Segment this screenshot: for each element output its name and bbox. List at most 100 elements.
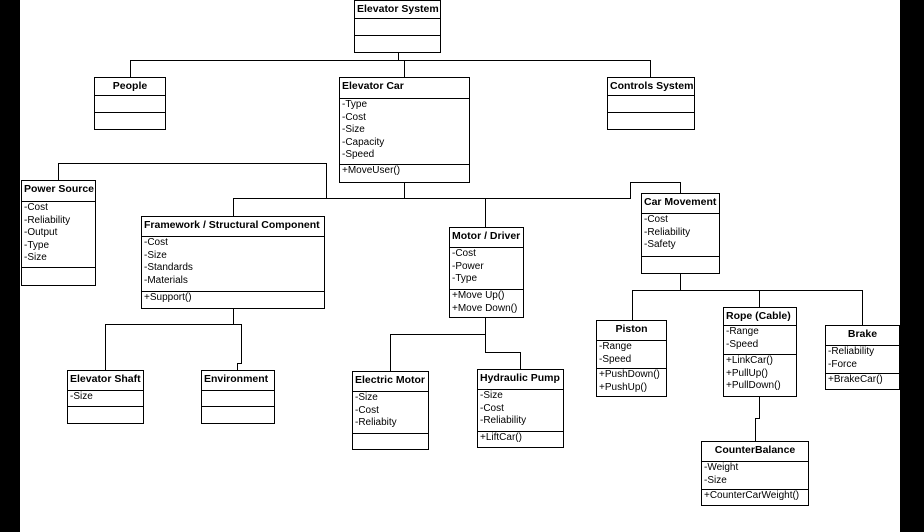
class-rope-cable[interactable]: Rope (Cable) -Range -Speed +LinkCar() +P… xyxy=(723,307,797,397)
class-controls-system[interactable]: Controls System xyxy=(607,77,695,130)
attribute: -Speed xyxy=(599,353,632,365)
attribute: -Type xyxy=(452,273,478,284)
attribute: -Range xyxy=(599,341,632,352)
attribute: -Cost xyxy=(644,214,668,225)
connector-car-movement xyxy=(404,182,681,199)
attribute: -Safety xyxy=(644,239,676,250)
attributes-section: -Size -Cost -Reliabity xyxy=(353,392,428,434)
attributes-section: -Cost -Reliability -Safety xyxy=(642,214,719,257)
attributes-section xyxy=(202,391,274,407)
operations-section xyxy=(353,434,428,449)
connector-motor-electric xyxy=(390,318,486,371)
operations-section: +BrakeCar() xyxy=(826,374,899,389)
class-motor-driver[interactable]: Motor / Driver -Cost -Power -Type +Move … xyxy=(449,227,524,318)
attribute: -Speed xyxy=(726,338,759,350)
attributes-section xyxy=(355,19,440,36)
attribute: -Capacity xyxy=(342,136,385,148)
connector-system-car xyxy=(398,60,405,77)
attribute: -Size xyxy=(480,390,503,401)
attribute: -Size xyxy=(70,391,93,402)
attribute: -Size xyxy=(24,252,47,263)
connector-car-motor xyxy=(404,198,486,227)
attributes-section: -Cost -Reliability -Output -Type -Size xyxy=(22,202,95,268)
class-electric-motor[interactable]: Electric Motor -Size -Cost -Reliabity xyxy=(352,371,429,450)
attribute: -Force xyxy=(828,358,857,370)
connector-movement-piston xyxy=(632,274,681,320)
attribute: -Cost xyxy=(144,237,168,248)
operation: +Support() xyxy=(144,292,192,303)
attribute: -Size xyxy=(144,249,167,261)
attribute: -Materials xyxy=(144,274,188,286)
operation: +Move Down() xyxy=(452,302,518,314)
connector-rope-counterbalance xyxy=(755,396,760,441)
attributes-section: -Type -Cost -Size -Capacity -Speed xyxy=(340,99,469,165)
operations-section: +Move Up() +Move Down() xyxy=(450,290,523,317)
operation: +CounterCarWeight() xyxy=(704,490,800,501)
attribute: -Type xyxy=(342,99,368,110)
class-elevator-car[interactable]: Elevator Car -Type -Cost -Size -Capacity… xyxy=(339,77,470,183)
class-elevator-shaft[interactable]: Elevator Shaft -Size xyxy=(67,370,144,424)
operation: +MoveUser() xyxy=(342,165,401,176)
class-title: Power Source xyxy=(22,181,95,202)
operations-section: +LinkCar() +PullUp() +PullDown() xyxy=(724,355,796,396)
class-framework[interactable]: Framework / Structural Component -Cost -… xyxy=(141,216,325,309)
class-title: Motor / Driver xyxy=(450,228,523,248)
attribute: -Standards xyxy=(144,262,193,273)
class-car-movement[interactable]: Car Movement -Cost -Reliability -Safety xyxy=(641,193,720,274)
connector-system-controls xyxy=(404,60,651,77)
class-brake[interactable]: Brake -Reliability -Force +BrakeCar() xyxy=(825,325,900,390)
attribute: -Type xyxy=(24,239,50,251)
connector-framework-env xyxy=(233,324,242,370)
operations-section xyxy=(355,36,440,52)
operations-section xyxy=(22,268,95,285)
class-title: Piston xyxy=(597,321,666,341)
attribute: -Cost xyxy=(24,202,48,213)
connector-framework-shaft xyxy=(105,308,234,370)
attribute: -Size xyxy=(355,392,378,403)
operations-section: +LiftCar() xyxy=(478,432,563,447)
attribute: -Cost xyxy=(480,402,504,414)
attribute: -Reliability xyxy=(644,226,691,238)
class-piston[interactable]: Piston -Range -Speed +PushDown() +PushUp… xyxy=(596,320,667,397)
attributes-section: -Reliability -Force xyxy=(826,346,899,374)
attribute: -Size xyxy=(704,474,727,486)
attribute: -Output xyxy=(24,227,58,238)
operation: +PullDown() xyxy=(726,380,781,391)
class-elevator-system[interactable]: Elevator System xyxy=(354,0,441,53)
connector-motor-hydraulic xyxy=(485,334,521,369)
operations-section xyxy=(642,257,719,273)
operation: +LiftCar() xyxy=(480,432,522,443)
attributes-section: -Weight -Size xyxy=(702,462,808,490)
attribute: -Reliability xyxy=(480,415,527,426)
class-title: Brake xyxy=(826,326,899,346)
class-hydraulic-pump[interactable]: Hydraulic Pump -Size -Cost -Reliability … xyxy=(477,369,564,448)
class-power-source[interactable]: Power Source -Cost -Reliability -Output … xyxy=(21,180,96,286)
class-title: Car Movement xyxy=(642,194,719,214)
operation: +Move Up() xyxy=(452,290,505,301)
attributes-section: -Cost -Power -Type xyxy=(450,248,523,290)
class-title: Elevator Car xyxy=(340,78,469,99)
operations-section xyxy=(68,407,143,423)
connector-system-people xyxy=(130,52,399,77)
attribute: -Reliabity xyxy=(355,417,397,428)
class-people[interactable]: People xyxy=(94,77,166,130)
class-title: Controls System xyxy=(608,78,694,96)
attribute: -Cost xyxy=(355,404,379,416)
attribute: -Reliability xyxy=(828,346,875,357)
class-environment[interactable]: Environment xyxy=(201,370,275,424)
attribute: -Range xyxy=(726,326,759,337)
operations-section: +Support() xyxy=(142,292,324,308)
connector-movement-brake xyxy=(759,290,863,325)
operations-section xyxy=(608,113,694,129)
class-title: Elevator System xyxy=(355,1,440,19)
class-counterbalance[interactable]: CounterBalance -Weight -Size +CounterCar… xyxy=(701,441,809,506)
connector-car-framework xyxy=(233,198,405,216)
attribute: -Power xyxy=(452,260,484,272)
attributes-section: -Size -Cost -Reliability xyxy=(478,390,563,432)
attribute: -Weight xyxy=(704,462,739,473)
operation: +PushDown() xyxy=(599,369,660,380)
operation: +LinkCar() xyxy=(726,355,773,366)
class-title: People xyxy=(95,78,165,96)
class-title: CounterBalance xyxy=(702,442,808,462)
